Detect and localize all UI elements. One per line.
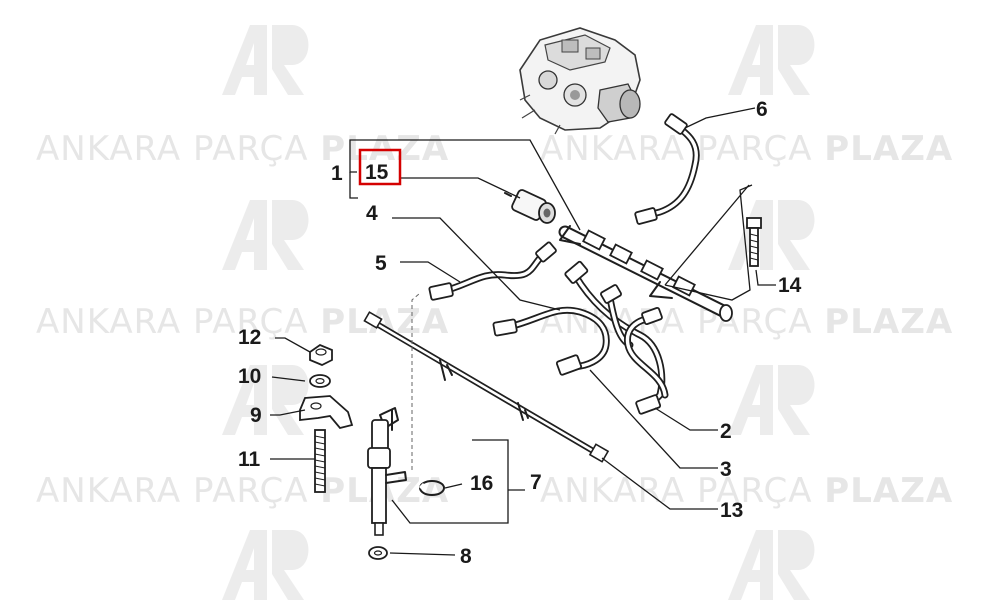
callout-5[interactable]: 5 xyxy=(375,252,387,275)
rail-pressure-sensor xyxy=(504,189,556,224)
watermark-logo xyxy=(222,530,309,600)
watermark-logo xyxy=(728,365,815,435)
leader-lines xyxy=(270,107,776,556)
callout-highlight-box xyxy=(358,148,402,186)
rail-bolt xyxy=(746,217,762,267)
pipe-6 xyxy=(634,113,700,225)
injector xyxy=(367,407,407,536)
callout-11[interactable]: 11 xyxy=(238,448,261,471)
watermark-layer: ANKARA PARÇA PLAZA ANKARA PARÇA PLAZA AN… xyxy=(36,25,953,600)
callout-6[interactable]: 6 xyxy=(756,98,768,121)
stud-bolt xyxy=(314,429,326,493)
callout-3[interactable]: 3 xyxy=(720,458,732,481)
callout-15[interactable]: 15 xyxy=(365,161,389,184)
watermark-logo xyxy=(728,530,815,600)
fuel-rail xyxy=(558,225,733,322)
injector-washer xyxy=(368,546,388,560)
leak-off-return-line xyxy=(363,311,610,463)
callout-12[interactable]: 12 xyxy=(238,326,261,349)
watermark-logo xyxy=(728,200,815,270)
callout-13[interactable]: 13 xyxy=(720,499,743,522)
callout-10[interactable]: 10 xyxy=(238,365,261,388)
watermark-text: ANKARA PARÇA PLAZA xyxy=(36,302,449,342)
pipe-2 xyxy=(600,284,669,415)
nut xyxy=(309,343,333,366)
watermark-logo xyxy=(728,25,815,95)
washer xyxy=(309,374,331,388)
callout-2[interactable]: 2 xyxy=(720,420,732,443)
watermark-text: ANKARA PARÇA PLAZA xyxy=(540,471,953,511)
callout-16[interactable]: 16 xyxy=(470,472,493,495)
callout-8[interactable]: 8 xyxy=(460,545,472,568)
watermark-logo xyxy=(222,365,309,435)
watermark-text: ANKARA PARÇA PLAZA xyxy=(540,302,953,342)
callout-9[interactable]: 9 xyxy=(250,404,262,427)
watermark-text: ANKARA PARÇA PLAZA xyxy=(540,129,953,169)
high-pressure-pump xyxy=(519,27,641,135)
callout-14[interactable]: 14 xyxy=(778,274,802,297)
callout-7[interactable]: 7 xyxy=(530,471,542,494)
callout-4[interactable]: 4 xyxy=(366,202,378,225)
watermark-logo xyxy=(222,200,309,270)
injector-clamp xyxy=(299,395,354,430)
pipe-4 xyxy=(492,306,610,376)
retaining-clip xyxy=(418,480,445,496)
watermark-logo xyxy=(222,25,309,95)
callout-1[interactable]: 1 xyxy=(331,162,343,185)
watermark-text: ANKARA PARÇA PLAZA xyxy=(36,471,449,511)
pipe-5 xyxy=(428,241,557,301)
